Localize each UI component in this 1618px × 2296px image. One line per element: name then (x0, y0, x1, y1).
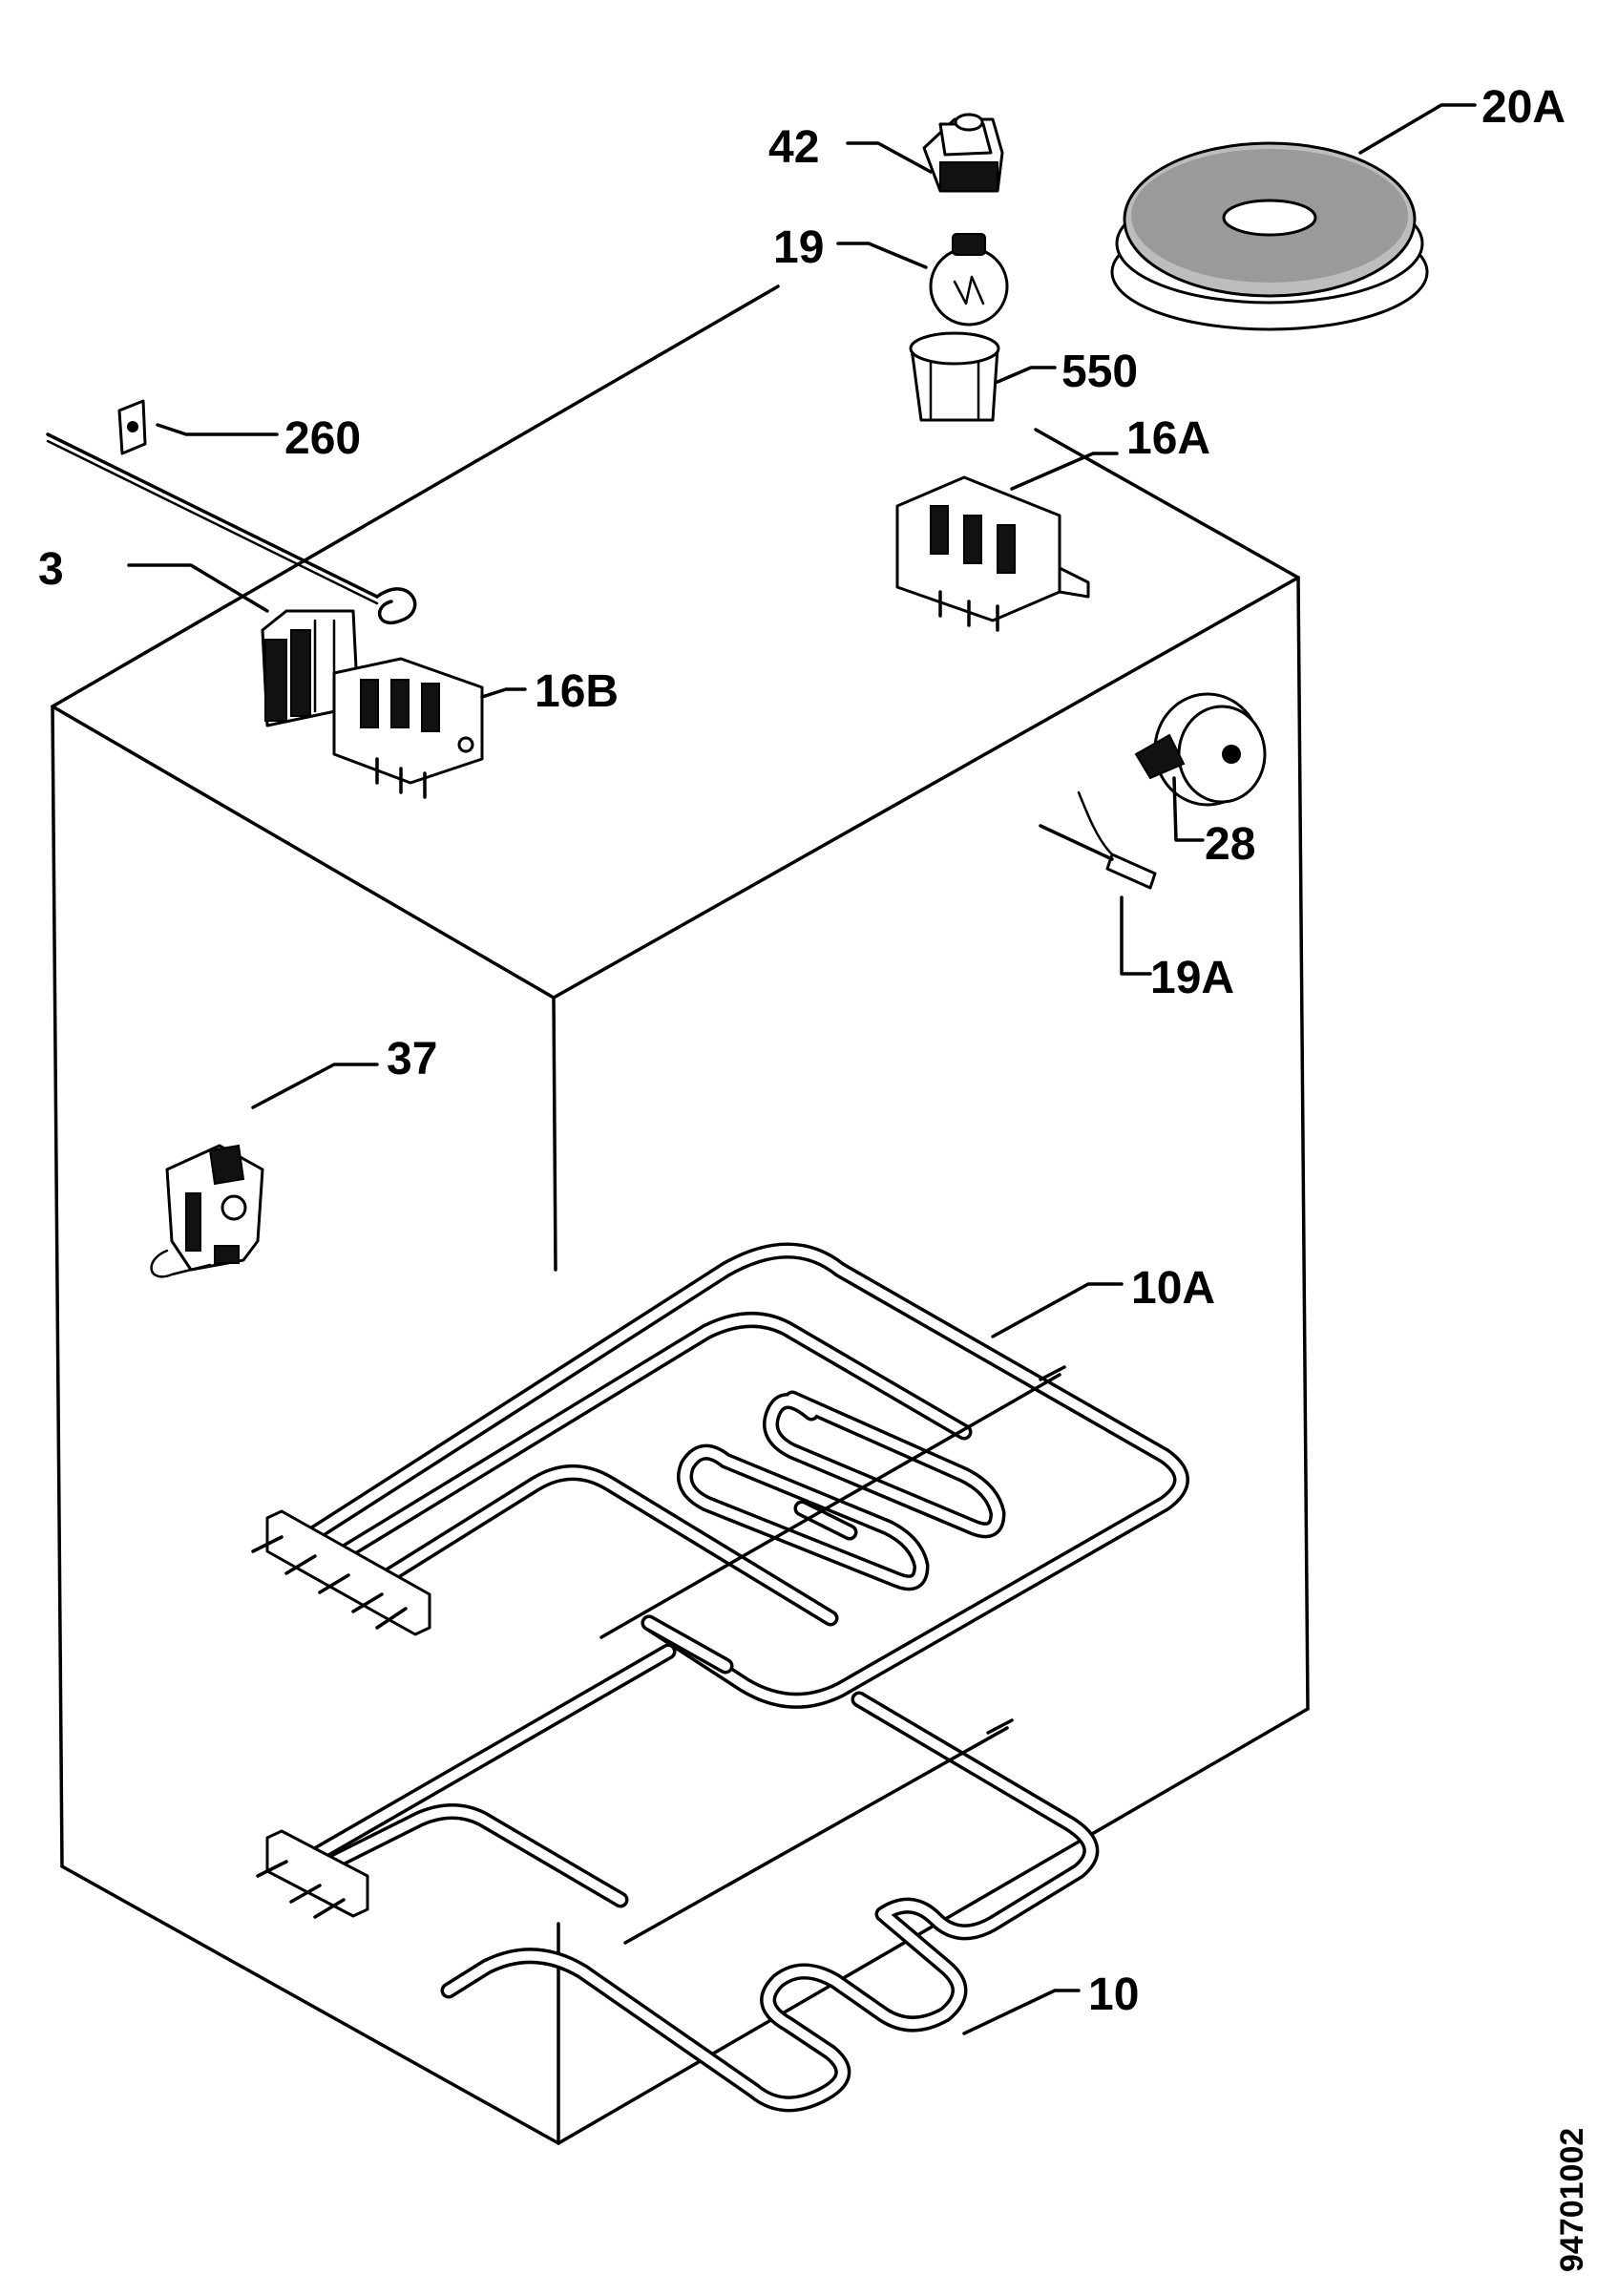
hotplate-20a (1110, 141, 1429, 331)
temperature-probe-19a (1039, 790, 1157, 890)
label-16a: 16A (1126, 413, 1210, 464)
leader-10a (991, 1282, 1124, 1338)
label-20a: 20A (1481, 82, 1565, 133)
label-260: 260 (284, 413, 361, 464)
selector-switch-16b (332, 657, 484, 799)
leader-42 (846, 141, 933, 174)
thermostat-bracket-260 (46, 399, 417, 624)
leader-3 (127, 563, 269, 613)
selector-switch-16a (895, 475, 1090, 632)
label-42: 42 (768, 122, 819, 173)
drawing-code: 94701002 (1554, 2128, 1590, 2272)
label-19a: 19A (1150, 953, 1234, 1003)
knob-42 (922, 113, 1004, 193)
leader-28 (1172, 776, 1205, 842)
label-10a: 10A (1131, 1263, 1215, 1314)
leader-16b (480, 687, 527, 699)
leader-19 (836, 242, 928, 269)
leader-260 (156, 423, 279, 436)
grill-element-10a (251, 1242, 1189, 1709)
leader-16a (1010, 452, 1119, 491)
leader-20a (1358, 103, 1477, 155)
leader-19a (1120, 895, 1152, 976)
leader-550 (996, 366, 1057, 384)
leader-37 (251, 1063, 379, 1109)
leader-10 (962, 1989, 1081, 2035)
label-19: 19 (773, 222, 824, 273)
door-switch-37 (150, 1144, 264, 1278)
lamp-bulb-19 (929, 233, 1009, 326)
label-550: 550 (1061, 347, 1138, 397)
label-10: 10 (1088, 1970, 1139, 2020)
label-37: 37 (387, 1034, 437, 1085)
label-3: 3 (38, 544, 64, 595)
label-16b: 16B (535, 666, 619, 717)
heating-element-10 (256, 1614, 1100, 2113)
timer-motor-28 (1134, 692, 1267, 807)
lamp-cover-550 (909, 331, 1000, 422)
label-28: 28 (1205, 819, 1255, 870)
